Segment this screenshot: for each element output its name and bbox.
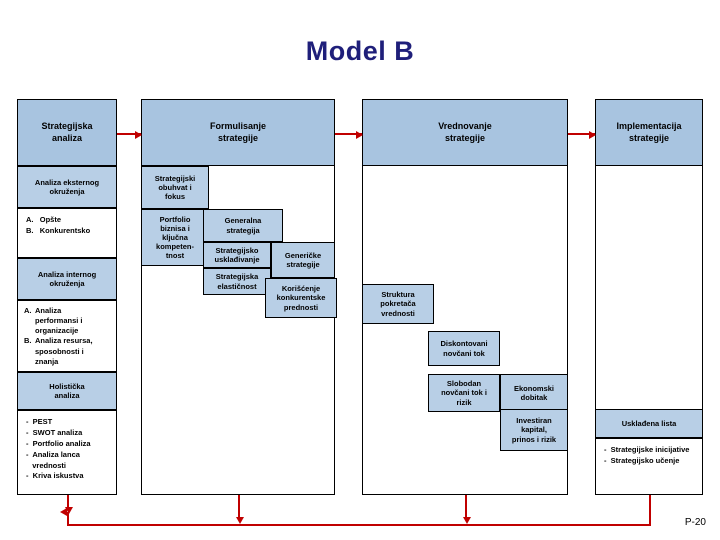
list-uskladena-lista: - Strategijske inicijative - Strategijsk… [595,438,703,495]
list-holisticka-analiza: - PEST - SWOT analiza - Portfolio analiz… [17,410,117,495]
list-item: - Kriva iskustva [26,471,84,481]
page-title: Model B [305,36,415,66]
list-item: - Strategijsko učenje [604,455,680,465]
list-analiza-internog: A. Analiza performansi i organizacije B.… [17,300,117,372]
list-item: - PEST [26,417,53,426]
box-portfolio-biznisa: Portfolio biznisa i ključna kompeten- tn… [141,209,209,266]
arrow-header-1-to-2 [117,131,142,139]
arrow-col3-down [462,495,471,524]
box-uskladena-lista: Usklađena lista [595,409,703,438]
column-header-formulisanje-strategije: Formulisanje strategije [141,99,335,166]
column-header-vrednovanje-strategije: Vrednovanje strategije [362,99,568,166]
box-strategijski-obuhvat-fokus: Strategijski obuhvat i fokus [141,166,209,209]
list-item: - Portfolio analiza [26,438,91,448]
page-number: P-20 [684,517,706,528]
box-genericke-strategije: Generičke strategije [271,242,335,278]
list-item: A. Analiza performansi i organizacije [24,306,113,336]
column-header-implementacija-strategije: Implementacija strategije [595,99,703,166]
list-analiza-eksternog: A. Opšte B. Konkurentsko [17,208,117,258]
box-diskontovani-novcani-tok: Diskontovani novčani tok [428,331,500,366]
arrow-col1-down [64,495,73,514]
list-item: B. Analiza resursa, sposobnosti i znanja [24,336,113,366]
list-item-marker: B. [24,336,32,346]
list-item: vrednosti [26,460,67,470]
arrow-header-3-to-4 [568,131,596,139]
box-investiran-kapital-prinos-rizik: Investiran kapital, prinos i rizik [500,409,568,451]
feedback-line-down-col4 [649,495,651,524]
feedback-line-bottom [67,524,651,526]
box-ekonomski-dobitak: Ekonomski dobitak [500,374,568,412]
list-item: A. Opšte [26,215,62,224]
column-header-strategijska-analiza: Strategijska analiza [17,99,117,166]
box-strategijska-elasticnost: Strategijska elastičnost [203,268,271,295]
box-analiza-eksternog-okruzenja: Analiza eksternog okruženja [17,166,117,208]
list-item-marker: A. [24,306,32,315]
list-item-label: Analiza performansi i organizacije [35,306,83,336]
box-strategijsko-uskladivanje: Strategijsko usklađivanje [203,242,271,268]
feedback-line-up-col1 [67,512,69,526]
list-item-label: Analiza resursa, sposobnosti i znanja [35,336,93,366]
list-item: - Analiza lanca [26,449,80,459]
box-slobodan-novcani-tok-rizik: Slobodan novčani tok i rizik [428,374,500,412]
list-item: B. Konkurentsko [26,225,91,235]
arrow-col2-down [235,495,244,524]
box-struktura-pokretaca-vrednosti: Struktura pokretača vrednosti [362,284,434,324]
list-item: - SWOT analiza [26,427,83,437]
box-generalna-strategija: Generalna strategija [203,209,283,242]
feedback-arrowhead [60,508,67,516]
arrow-header-2-to-3 [335,131,363,139]
box-koriscenje-konkurentske-prednosti: Korišćenje konkurentske prednosti [265,278,337,318]
box-holisticka-analiza: Holistička analiza [17,372,117,410]
box-analiza-internog-okruzenja: Analiza internog okruženja [17,258,117,300]
list-item: - Strategijske inicijative [604,445,690,454]
